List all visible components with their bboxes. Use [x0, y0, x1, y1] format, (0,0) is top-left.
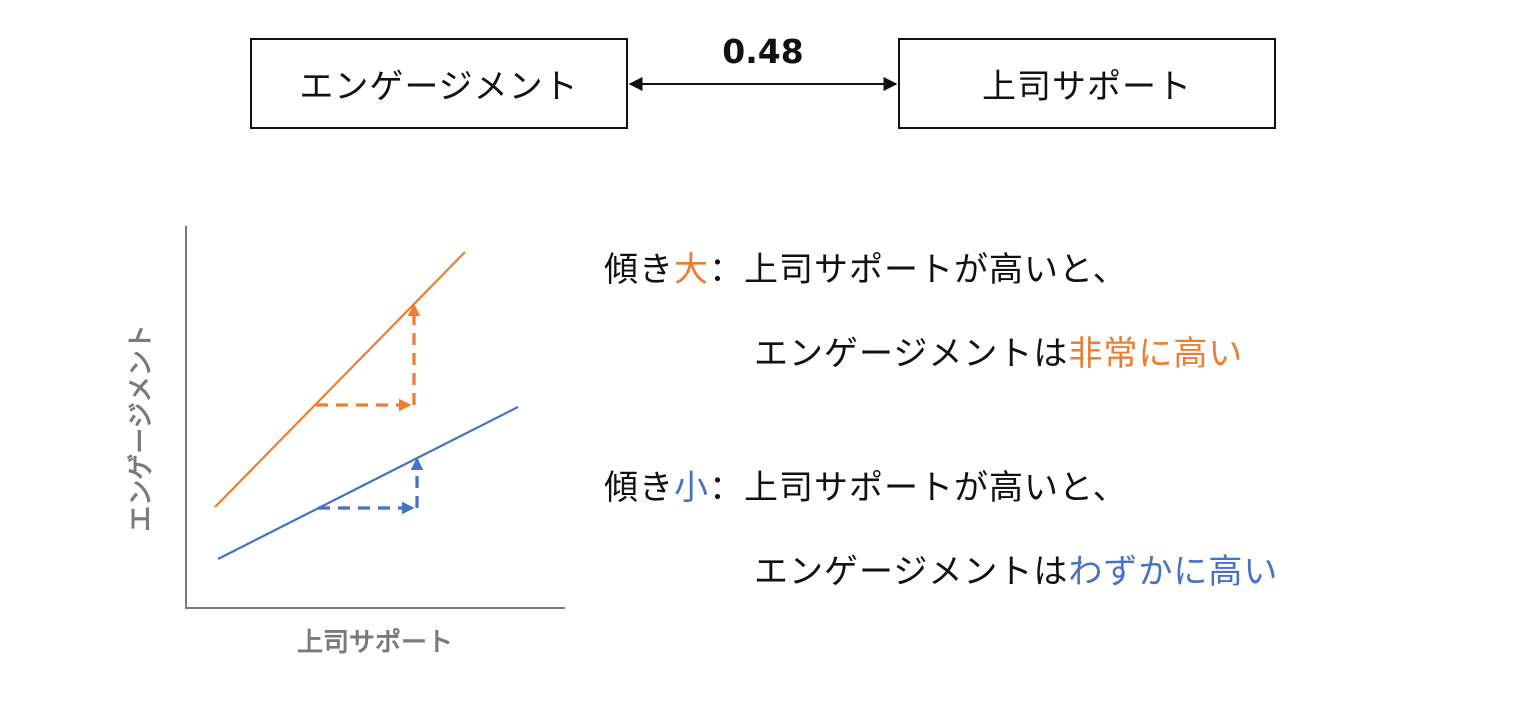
steep-line2-text: エンゲージメントは	[754, 334, 1069, 374]
engagement-box: エンゲージメント	[250, 38, 628, 129]
steep-statement-line2: エンゲージメントは非常に高い	[754, 326, 1243, 375]
x-axis-label: 上司サポート	[297, 628, 454, 658]
steep-highlight: 非常に高い	[1068, 334, 1244, 374]
y-axis-label: エンゲージメント	[126, 324, 157, 532]
supervisor-support-box-label: 上司サポート	[982, 67, 1192, 107]
shallow-statement-line1: 傾き小：上司サポートが高いと、	[604, 460, 1128, 509]
shallow-line2-text: エンゲージメントは	[754, 552, 1069, 592]
steep-keyword: 大	[674, 250, 709, 290]
shallow-highlight: わずかに高い	[1068, 552, 1279, 592]
shallow-keyword: 小	[674, 468, 709, 508]
steep-prefix: 傾き	[604, 250, 674, 290]
steep-statement-line1: 傾き大：上司サポートが高いと、	[604, 242, 1128, 291]
engagement-box-label: エンゲージメント	[299, 67, 579, 107]
steep-colon: ：	[709, 250, 744, 290]
correlation-value: 0.48	[722, 32, 804, 71]
shallow-prefix: 傾き	[604, 468, 674, 508]
shallow-statement-line2: エンゲージメントはわずかに高い	[754, 544, 1278, 593]
steep-line1-text: 上司サポートが高いと、	[744, 250, 1128, 290]
shallow-slope-line	[217, 406, 519, 560]
shallow-line1-text: 上司サポートが高いと、	[744, 468, 1128, 508]
steep-slope-line	[214, 251, 466, 508]
supervisor-support-box: 上司サポート	[898, 38, 1276, 129]
shallow-colon: ：	[709, 468, 744, 508]
